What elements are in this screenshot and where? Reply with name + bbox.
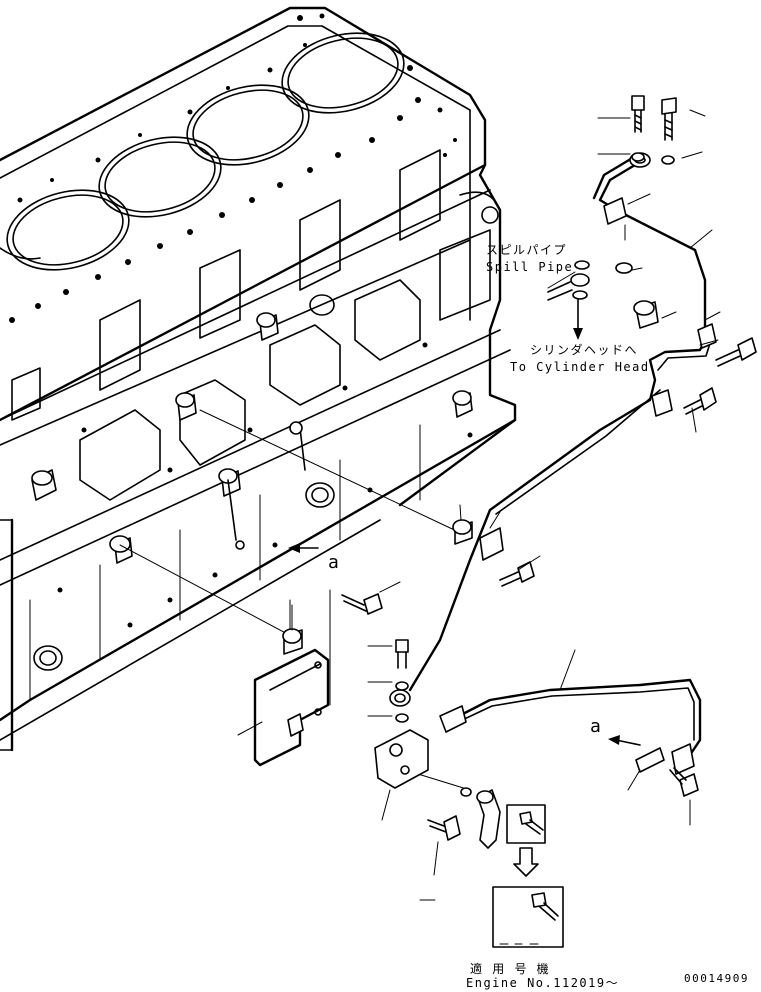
callout-leaders — [291, 109, 721, 876]
spill-pipe-label-en: Spill Pipe — [486, 260, 574, 274]
direction-arrows — [288, 299, 641, 877]
cylinder-block — [0, 6, 517, 752]
view-a-label-left: a — [328, 552, 339, 573]
spill-pipe-assembly — [374, 152, 717, 849]
view-a-label-right: a — [590, 716, 601, 737]
detail-insets — [419, 804, 564, 948]
spill-pipe-label-jp: スピルパイプ — [486, 243, 568, 257]
drawing-number: 00014909 — [684, 972, 749, 985]
to-cylinder-head-label-jp: シリンダヘッドへ — [530, 343, 639, 357]
to-cylinder-head-label-en: To Cylinder Head — [510, 360, 650, 374]
bushings — [282, 262, 659, 655]
mounting-bracket — [237, 589, 331, 767]
fasteners — [341, 95, 757, 841]
engine-number-label: Engine No.112019～ — [466, 976, 620, 990]
applicable-serial-label-jp: 適 用 号 機 — [470, 962, 551, 976]
